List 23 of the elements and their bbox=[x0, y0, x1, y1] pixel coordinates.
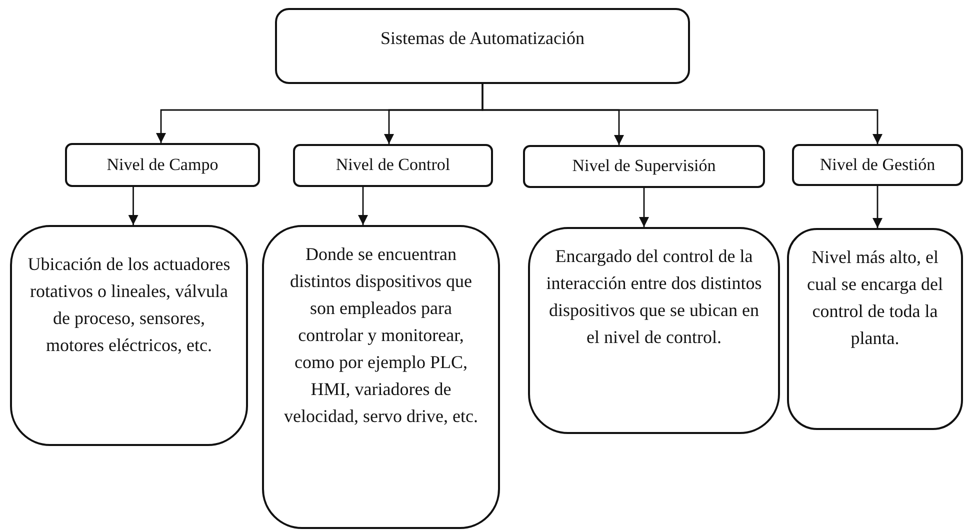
arrow bbox=[128, 187, 138, 225]
level-box bbox=[65, 143, 260, 187]
box-text: Encargado del control de la interacción entre dos distintos dispositivos que se ubican en el nivel de control. bbox=[545, 245, 763, 349]
description-box bbox=[787, 228, 963, 430]
description-box bbox=[10, 225, 248, 446]
arrow bbox=[872, 186, 882, 228]
box-text: Nivel de Campo bbox=[106, 154, 218, 176]
box-text: Ubicación de los actuadores rotativos o lineales, válvula de proceso, sensores, motores eléctricos, etc. bbox=[26, 253, 232, 357]
level-box bbox=[523, 145, 765, 188]
description-box bbox=[262, 225, 500, 529]
box-text: Nivel de Gestión bbox=[820, 154, 936, 176]
box-text: Nivel de Control bbox=[336, 155, 450, 176]
box-text: Nivel de Supervisión bbox=[572, 156, 716, 177]
arrow bbox=[358, 187, 368, 225]
box-text: Sistemas de Automatización bbox=[380, 28, 584, 50]
box-text: Donde se encuentran distintos dispositivos que son empleados para controlar y monitorear, como por ejemplo PLC, HMI, variadores de velocidad, servo drive, etc. bbox=[283, 243, 479, 428]
title-box bbox=[275, 8, 690, 84]
arrow bbox=[482, 84, 882, 144]
level-box bbox=[293, 144, 493, 187]
arrow bbox=[639, 188, 649, 227]
box-text: Nivel más alto, el cual se encarga del control de toda la planta. bbox=[806, 246, 944, 350]
description-box bbox=[528, 227, 780, 434]
level-box bbox=[792, 144, 963, 186]
